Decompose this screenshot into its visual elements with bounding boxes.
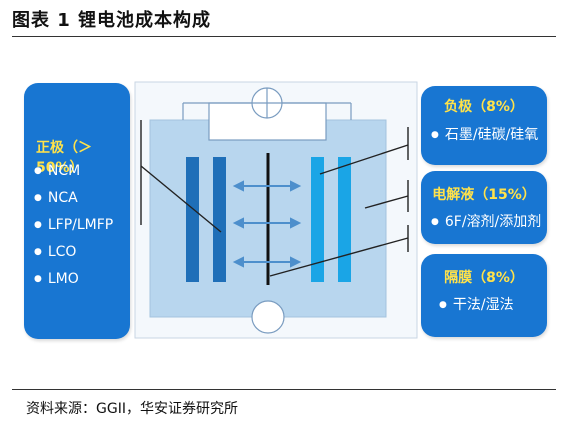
anode-plate	[338, 157, 351, 282]
anode-title: 负极（8%）	[444, 99, 524, 115]
list-item: 6F/溶剂/添加剂	[431, 211, 541, 231]
list-item: NCM	[34, 161, 113, 188]
source-rule	[12, 389, 556, 390]
anode-list: 石墨/硅碳/硅氧	[431, 124, 538, 144]
bottom-port-icon	[251, 300, 285, 334]
list-item: 干法/湿法	[439, 294, 514, 314]
separator-title: 隔膜（8%）	[444, 270, 524, 286]
electrolyte-panel: 电解液（15%） 6F/溶剂/添加剂	[421, 171, 547, 244]
anode-panel: 负极（8%） 石墨/硅碳/硅氧	[421, 86, 547, 165]
source-note: 资料来源：GGII，华安证券研究所	[26, 401, 238, 417]
callout-lines	[140, 120, 409, 277]
list-item: LMO	[34, 269, 113, 296]
list-item: NCA	[34, 188, 113, 215]
title-rule	[12, 36, 556, 37]
separator-list: 干法/湿法	[439, 294, 514, 314]
ion-arrows	[232, 180, 302, 268]
cathode-list: NCM NCA LFP/LMFP LCO LMO	[34, 161, 113, 296]
anode-plate	[311, 157, 324, 282]
list-item: LCO	[34, 242, 113, 269]
cathode-panel: 正极（＞50%） NCM NCA LFP/LMFP LCO LMO	[24, 83, 130, 339]
electrolyte-title: 电解液（15%）	[432, 187, 536, 203]
electrolyte-list: 6F/溶剂/添加剂	[431, 211, 541, 231]
separator-panel: 隔膜（8%） 干法/湿法	[421, 254, 547, 337]
figure-title: 图表 1 锂电池成本构成	[12, 10, 212, 31]
list-item: 石墨/硅碳/硅氧	[431, 124, 538, 144]
list-item: LFP/LMFP	[34, 215, 113, 242]
cathode-plate	[186, 157, 199, 282]
cathode-plate	[213, 157, 226, 282]
